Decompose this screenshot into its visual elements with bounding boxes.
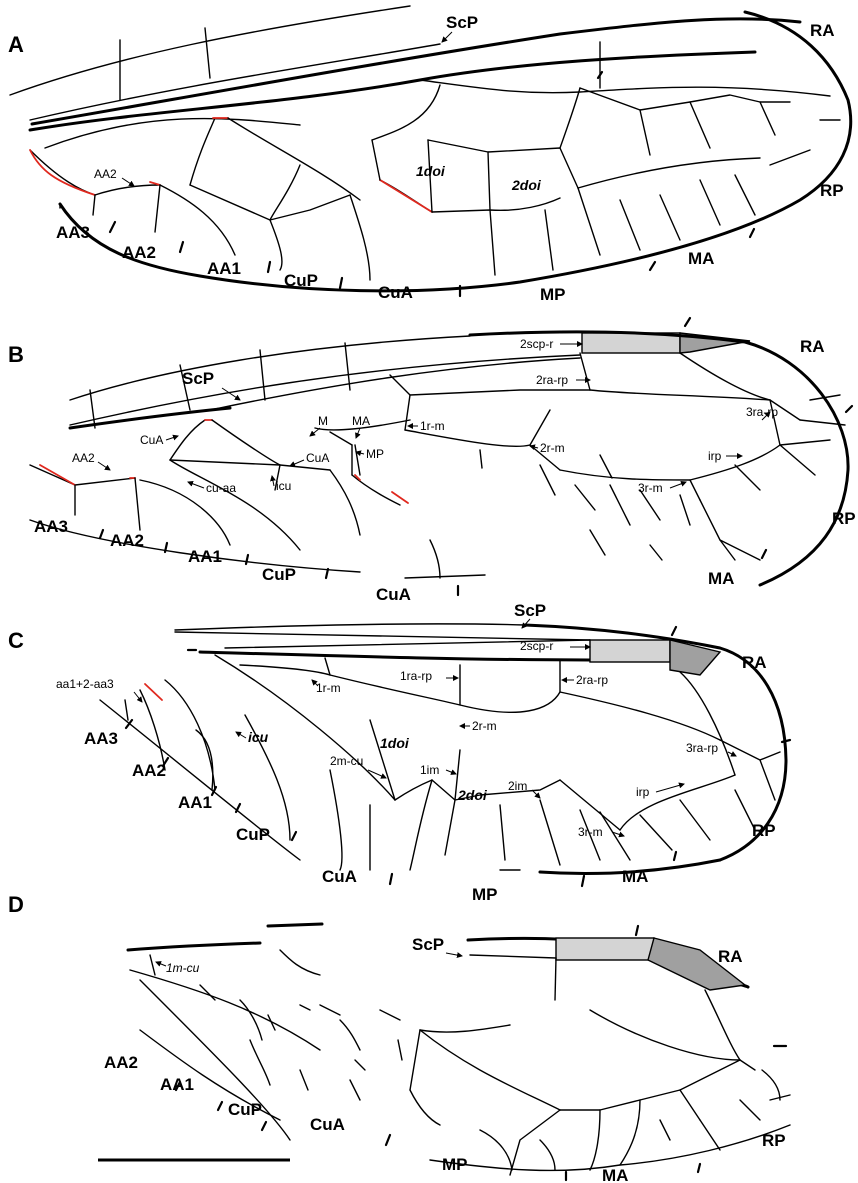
b-label-2scp-r: 2scp-r xyxy=(520,337,553,351)
b-label-m: M xyxy=(318,414,328,428)
b-label-ra: RA xyxy=(800,337,825,356)
a-cell-1doi: 1doi xyxy=(416,163,446,179)
b-label-1r-m: 1r-m xyxy=(420,419,445,433)
c-label-2m-cu: 2m-cu xyxy=(330,754,363,768)
b-label-aa3: AA3 xyxy=(34,517,68,536)
b-label-rp: RP xyxy=(832,509,856,528)
b-label-icu: icu xyxy=(276,479,291,493)
a-label-ra: RA xyxy=(810,21,835,40)
a-label-cup: CuP xyxy=(284,271,318,290)
d-label-mp: MP xyxy=(442,1155,468,1174)
c-label-cua: CuA xyxy=(322,867,357,886)
d-label-cua: CuA xyxy=(310,1115,345,1134)
c-label-2r-m: 2r-m xyxy=(472,719,497,733)
a-label-aa2: AA2 xyxy=(122,243,156,262)
b-label-aa2-small: AA2 xyxy=(72,451,95,465)
d-label-cup: CuP xyxy=(228,1100,262,1119)
panel-a: A xyxy=(8,6,851,304)
b-label-ma-small: MA xyxy=(352,414,370,428)
b-label-cua-mid: CuA xyxy=(306,451,329,465)
c-label-ma: MA xyxy=(622,867,648,886)
panel-d: D xyxy=(8,892,790,1183)
b-label-scp: ScP xyxy=(182,369,214,388)
b-label-ma: MA xyxy=(708,569,734,588)
panel-c-letter: C xyxy=(8,628,24,653)
d-label-aa1: AA1 xyxy=(160,1075,194,1094)
d-label-ra: RA xyxy=(718,947,743,966)
c-label-cup: CuP xyxy=(236,825,270,844)
c-label-1ra-rp: 1ra-rp xyxy=(400,669,432,683)
c-label-3r-m: 3r-m xyxy=(578,825,603,839)
d-label-ma: MA xyxy=(602,1166,628,1183)
a-label-aa2-small: AA2 xyxy=(94,167,117,181)
a-label-cua: CuA xyxy=(378,283,413,302)
c-label-mp: MP xyxy=(472,885,498,904)
c-label-icu: icu xyxy=(248,729,269,745)
c-label-2ra-rp: 2ra-rp xyxy=(576,673,608,687)
panel-a-letter: A xyxy=(8,32,24,57)
b-label-3r-m: 3r-m xyxy=(638,481,663,495)
b-label-cua-left: CuA xyxy=(140,433,163,447)
b-label-cua: CuA xyxy=(376,585,411,604)
a-label-scp: ScP xyxy=(446,13,478,32)
d-label-aa2: AA2 xyxy=(104,1053,138,1072)
b-label-irp: irp xyxy=(708,449,722,463)
b-label-3ra-rp: 3ra-rp xyxy=(746,405,778,419)
panel-c: C xyxy=(8,601,790,904)
b-label-aa2: AA2 xyxy=(110,531,144,550)
a-label-aa3: AA3 xyxy=(56,223,90,242)
c-label-aa1: AA1 xyxy=(178,793,212,812)
b-label-aa1: AA1 xyxy=(188,547,222,566)
b-label-2r-m: 2r-m xyxy=(540,441,565,455)
c-label-1im: 1im xyxy=(420,763,439,777)
c-label-2im: 2im xyxy=(508,779,527,793)
c-label-scp: ScP xyxy=(514,601,546,620)
c-label-3ra-rp: 3ra-rp xyxy=(686,741,718,755)
c-label-2scp-r: 2scp-r xyxy=(520,639,553,653)
c-label-1r-m: 1r-m xyxy=(316,681,341,695)
d-label-1m-cu: 1m-cu xyxy=(166,961,200,975)
d-label-scp: ScP xyxy=(412,935,444,954)
c-label-aa-aa3: aa1+2-aa3 xyxy=(56,677,114,691)
b-label-cup: CuP xyxy=(262,565,296,584)
c-label-rp: RP xyxy=(752,821,776,840)
c-cell-2doi: 2doi xyxy=(457,787,488,803)
b-label-cu-aa: cu-aa xyxy=(206,481,236,495)
b-label-2ra-rp: 2ra-rp xyxy=(536,373,568,387)
c-label-aa2: AA2 xyxy=(132,761,166,780)
c-label-ra: RA xyxy=(742,653,767,672)
panel-b-letter: B xyxy=(8,342,24,367)
a-label-rp: RP xyxy=(820,181,844,200)
a-cell-2doi: 2doi xyxy=(511,177,542,193)
b-label-mp-small: MP xyxy=(366,447,384,461)
panel-b: B xyxy=(8,318,856,604)
c-cell-1doi: 1doi xyxy=(380,735,410,751)
c-label-aa3: AA3 xyxy=(84,729,118,748)
a-label-mp: MP xyxy=(540,285,566,304)
a-label-aa1: AA1 xyxy=(207,259,241,278)
c-label-irp: irp xyxy=(636,785,650,799)
a-label-ma: MA xyxy=(688,249,714,268)
d-label-rp: RP xyxy=(762,1131,786,1150)
panel-d-letter: D xyxy=(8,892,24,917)
